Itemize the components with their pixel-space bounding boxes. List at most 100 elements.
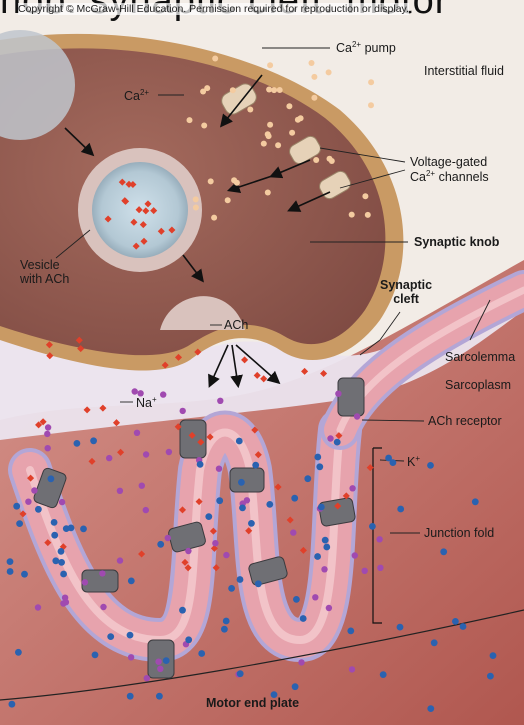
ca-ion (193, 196, 199, 202)
na-ion (45, 445, 51, 451)
na-ion (376, 536, 382, 542)
k-ion (472, 498, 479, 505)
k-ion (490, 652, 497, 659)
k-ion (127, 632, 134, 639)
k-ion (80, 526, 87, 533)
na-ion (132, 388, 138, 394)
k-ion (221, 626, 228, 633)
k-ion (316, 463, 323, 470)
k-ion (314, 553, 321, 560)
k-ion (197, 461, 204, 468)
k-ion (48, 475, 55, 482)
k-ion (237, 670, 244, 677)
voltage-gated-channels-label: Voltage-gated Ca2+ channels (410, 155, 489, 185)
ca-ion (265, 131, 271, 137)
na-ion (106, 455, 112, 461)
k-ion (322, 537, 329, 544)
na-ion (349, 666, 355, 672)
k-ion (205, 513, 212, 520)
k-ion (127, 693, 134, 700)
k-ion (51, 519, 58, 526)
na-ion (321, 566, 327, 572)
k-ion (238, 479, 245, 486)
ca-ion (275, 142, 281, 148)
k-ion (21, 571, 28, 578)
na-ion (45, 424, 51, 430)
na-ion (290, 529, 296, 535)
ca-pump-label: Ca2+ pump (336, 40, 396, 56)
k-ion (236, 438, 243, 445)
na-ion (144, 675, 150, 681)
k-ion (216, 497, 223, 504)
ca-ion-label: Ca2+ (124, 88, 149, 104)
k-ion (58, 559, 65, 566)
na-ion (326, 605, 332, 611)
k-ion (252, 462, 259, 469)
ca-ion (289, 130, 295, 136)
na-ion (354, 413, 360, 419)
ca-ion (261, 141, 267, 147)
ca-ion (311, 95, 317, 101)
na-ion (59, 499, 65, 505)
k-ion (452, 618, 459, 625)
na-ion (298, 659, 304, 665)
k-ion (304, 475, 311, 482)
k-ion (51, 532, 58, 539)
k-ion (157, 541, 164, 548)
na-ion (244, 497, 250, 503)
ca-ion (327, 156, 333, 162)
k-ion (380, 671, 387, 678)
ach-receptor-label: ACh receptor (428, 414, 502, 428)
na-ion-label: Na+ (136, 395, 157, 411)
vesicle-label: Vesicle with ACh (20, 258, 69, 287)
k-ion (266, 501, 273, 508)
ca-ion (271, 87, 277, 93)
sarcolemma-label: Sarcolemma (445, 350, 515, 364)
na-ion (117, 488, 123, 494)
ca-ion (309, 60, 315, 66)
k-ion (58, 548, 65, 555)
k-ion (323, 544, 330, 551)
k-ion (223, 618, 230, 625)
na-ion (82, 579, 88, 585)
k-ion (60, 571, 67, 578)
na-ion (100, 604, 106, 610)
k-ion (7, 558, 14, 565)
na-ion (155, 659, 161, 665)
k-ion (427, 705, 434, 712)
ca-ion (286, 103, 292, 109)
na-ion (157, 666, 163, 672)
ca-ion (187, 117, 193, 123)
k-ion (292, 683, 299, 690)
k-ion (293, 596, 300, 603)
ca-ion (204, 85, 210, 91)
ca-ion (193, 205, 199, 211)
k-ion (128, 578, 135, 585)
na-ion (128, 654, 134, 660)
na-ion (216, 466, 222, 472)
k-ion (334, 439, 341, 446)
sarcoplasm-label: Sarcoplasm (445, 378, 511, 392)
ca-ion (326, 69, 332, 75)
na-ion (62, 595, 68, 601)
na-ion (180, 408, 186, 414)
k-ion (16, 520, 23, 527)
k-ion (427, 462, 434, 469)
k-ion (314, 454, 321, 461)
ca-ion (267, 122, 273, 128)
ca-ion (311, 74, 317, 80)
ca-ion (365, 212, 371, 218)
na-ion (143, 451, 149, 457)
k-ion (397, 624, 404, 631)
k-ion (107, 633, 114, 640)
na-ion (223, 552, 229, 558)
na-ion (134, 430, 140, 436)
k-ion (9, 701, 16, 708)
na-ion (35, 604, 41, 610)
k-ion (15, 649, 22, 656)
k-ion (63, 525, 70, 532)
k-ion (156, 693, 163, 700)
k-ion (163, 657, 170, 664)
ca-ion (230, 87, 236, 93)
